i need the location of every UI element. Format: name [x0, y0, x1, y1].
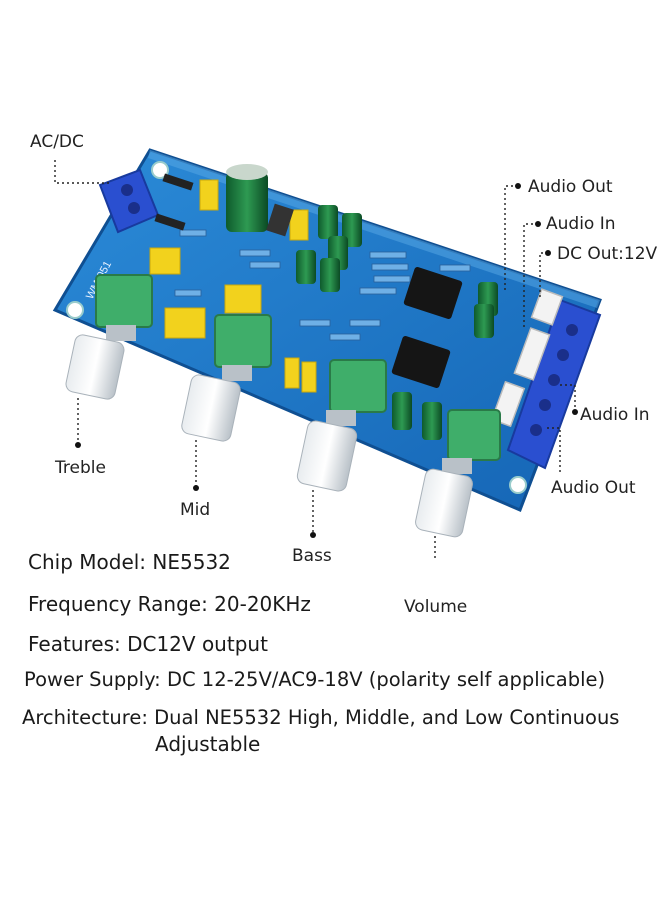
spec-architecture-cont: Adjustable	[155, 732, 261, 756]
large-capacitor	[226, 164, 268, 232]
board-illustration: WM-051	[52, 148, 602, 560]
spec-features: Features: DC12V output	[28, 632, 268, 656]
volume-potentiometer	[415, 409, 501, 538]
resistor-array	[174, 229, 471, 341]
voltage-regulator	[266, 203, 294, 237]
diodes	[154, 173, 194, 231]
mount-hole	[509, 476, 527, 494]
label-dc-out: DC Out:12V	[557, 244, 658, 264]
label-ac-dc: AC/DC	[30, 132, 84, 152]
callout-leader-lines	[54, 160, 576, 560]
bass-potentiometer	[296, 359, 387, 492]
treble-potentiometer	[65, 274, 153, 400]
spec-power-supply: Power Supply: DC 12-25V/AC9-18V (polarit…	[24, 668, 606, 691]
label-mid: Mid	[180, 500, 211, 520]
mount-hole	[151, 161, 169, 179]
label-audio-in-top: Audio In	[546, 214, 616, 234]
label-volume: Volume	[404, 597, 468, 617]
spec-chip-model: Chip Model: NE5532	[28, 550, 231, 574]
acdc-terminal	[98, 168, 160, 234]
label-bass: Bass	[292, 546, 332, 566]
mid-potentiometer	[181, 314, 272, 442]
label-audio-in-right: Audio In	[580, 405, 650, 425]
spec-architecture: Architecture: Dual NE5532 High, Middle, …	[22, 706, 620, 729]
spec-frequency-range: Frequency Range: 20-20KHz	[28, 592, 311, 616]
film-capacitors	[149, 179, 317, 393]
mount-hole	[66, 301, 84, 319]
label-audio-out-right: Audio Out	[551, 478, 636, 498]
ic-chip-2	[391, 336, 451, 388]
label-audio-out-top: Audio Out	[528, 177, 613, 197]
callout-dots	[75, 183, 578, 538]
ic-chip-1	[403, 267, 463, 319]
right-terminal-block	[506, 298, 602, 470]
small-capacitors	[296, 205, 498, 440]
label-treble: Treble	[55, 458, 106, 478]
